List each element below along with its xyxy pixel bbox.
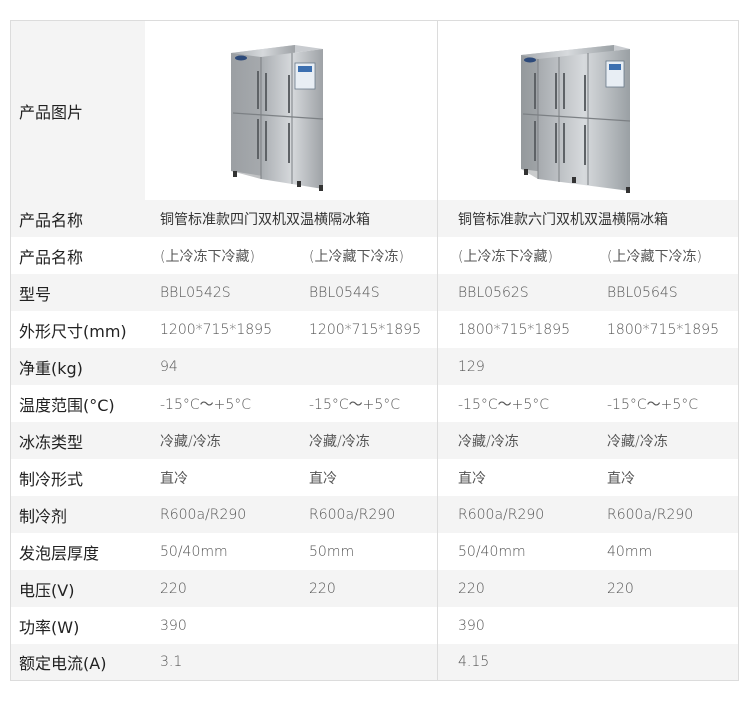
cell-model-1: 94 <box>160 358 178 375</box>
cell-model-1: 冷藏/冷冻 <box>160 433 221 450</box>
cell-model-1: 220 <box>160 580 187 597</box>
row-label: 制冷剂 <box>19 506 68 526</box>
row-freeze-type: 冰冻类型 冷藏/冷冻 冷藏/冷冻 冷藏/冷冻 冷藏/冷冻 <box>11 422 738 459</box>
cell-model-1: -15°C～+5°C <box>160 396 252 413</box>
cell-model-2: 220 <box>309 580 336 597</box>
row-label: 制冷形式 <box>19 469 84 489</box>
cell-model-1: 3.1 <box>160 654 183 670</box>
cell-model-3: R600a/R290 <box>458 506 545 523</box>
row-net-weight: 净重(kg) 94 129 <box>11 348 738 385</box>
cell-model-1: 1200*715*1895 <box>160 321 272 338</box>
row-dimensions: 外形尺寸(mm) 1200*715*1895 1200*715*1895 180… <box>11 311 738 348</box>
row-model-number: 型号 BBL0542S BBL0544S BBL0562S BBL0564S <box>11 274 738 311</box>
cell-model-4: (上冷藏下冷冻) <box>607 248 702 265</box>
cell-model-3: 129 <box>458 358 485 375</box>
cell-model-4: 冷藏/冷冻 <box>607 433 668 450</box>
cell-model-2: 直冷 <box>309 470 337 487</box>
row-label: 产品名称 <box>19 210 84 230</box>
row-label: 功率(W) <box>19 617 80 637</box>
cell-model-1: 直冷 <box>160 470 188 487</box>
fridge-6door-illustration <box>521 45 631 193</box>
row-power: 功率(W) 390 390 <box>11 607 738 644</box>
image-row-label-bg <box>11 21 145 200</box>
cell-model-1: R600a/R290 <box>160 506 247 523</box>
cell-model-3: 直冷 <box>458 470 486 487</box>
cell-model-2: (上冷藏下冷冻) <box>309 248 404 265</box>
row-label: 外形尺寸(mm) <box>19 321 127 341</box>
row-label: 发泡层厚度 <box>19 543 100 563</box>
column-divider <box>437 20 438 681</box>
row-label: 产品图片 <box>19 102 84 122</box>
cell-model-2: R600a/R290 <box>309 506 396 523</box>
product-name-4door: 铜管标准款四门双机双温横隔冰箱 <box>160 211 370 228</box>
spec-table-border <box>10 20 739 681</box>
cell-model-3: -15°C～+5°C <box>458 396 550 413</box>
cell-model-1: BBL0542S <box>160 284 231 301</box>
cell-model-3: 220 <box>458 580 485 597</box>
cell-model-3: 390 <box>458 617 485 634</box>
row-foam-thickness: 发泡层厚度 50/40mm 50mm 50/40mm 40mm <box>11 533 738 570</box>
cell-model-4: 直冷 <box>607 470 635 487</box>
row-label: 型号 <box>19 284 52 304</box>
product-name-6door: 铜管标准款六门双机双温横隔冰箱 <box>458 211 668 228</box>
cell-model-3: 4.15 <box>458 654 490 670</box>
cell-model-1: 50/40mm <box>160 543 228 560</box>
row-label: 温度范围(°C) <box>19 395 115 415</box>
cell-model-4: BBL0564S <box>607 284 678 301</box>
product-image-4door <box>145 21 437 200</box>
row-rated-current: 额定电流(A) 3.1 4.15 <box>11 644 738 680</box>
cell-model-2: 冷藏/冷冻 <box>309 433 370 450</box>
cell-model-4: R600a/R290 <box>607 506 694 523</box>
row-label: 额定电流(A) <box>19 654 107 673</box>
row-product-image: 产品图片 <box>11 21 738 200</box>
product-image-6door <box>438 21 738 200</box>
row-label: 净重(kg) <box>19 358 83 378</box>
cell-model-3: (上冷冻下冷藏) <box>458 248 553 265</box>
cell-model-4: -15°C～+5°C <box>607 396 699 413</box>
cell-model-3: 1800*715*1895 <box>458 321 570 338</box>
cell-model-2: -15°C～+5°C <box>309 396 401 413</box>
row-voltage: 电压(V) 220 220 220 220 <box>11 570 738 607</box>
cell-model-4: 220 <box>607 580 634 597</box>
cell-model-3: 冷藏/冷冻 <box>458 433 519 450</box>
row-temperature-range: 温度范围(°C) -15°C～+5°C -15°C～+5°C -15°C～+5°… <box>11 385 738 422</box>
cell-model-2: 1200*715*1895 <box>309 321 421 338</box>
row-label: 冰冻类型 <box>19 432 84 452</box>
cell-model-1: 390 <box>160 617 187 634</box>
row-product-variant: 产品名称 (上冷冻下冷藏) (上冷藏下冷冻) (上冷冻下冷藏) (上冷藏下冷冻) <box>11 237 738 274</box>
cell-model-2: 50mm <box>309 543 355 560</box>
cell-model-4: 1800*715*1895 <box>607 321 719 338</box>
row-label: 电压(V) <box>19 580 75 600</box>
fridge-4door-illustration <box>231 45 324 191</box>
cell-model-3: BBL0562S <box>458 284 529 301</box>
cell-model-3: 50/40mm <box>458 543 526 560</box>
row-product-name: 产品名称 铜管标准款四门双机双温横隔冰箱 铜管标准款六门双机双温横隔冰箱 <box>11 200 738 237</box>
cell-model-1: (上冷冻下冷藏) <box>160 248 255 265</box>
cell-model-4: 40mm <box>607 543 653 560</box>
row-cooling-method: 制冷形式 直冷 直冷 直冷 直冷 <box>11 459 738 496</box>
cell-model-2: BBL0544S <box>309 284 380 301</box>
row-refrigerant: 制冷剂 R600a/R290 R600a/R290 R600a/R290 R60… <box>11 496 738 533</box>
row-label: 产品名称 <box>19 247 84 267</box>
